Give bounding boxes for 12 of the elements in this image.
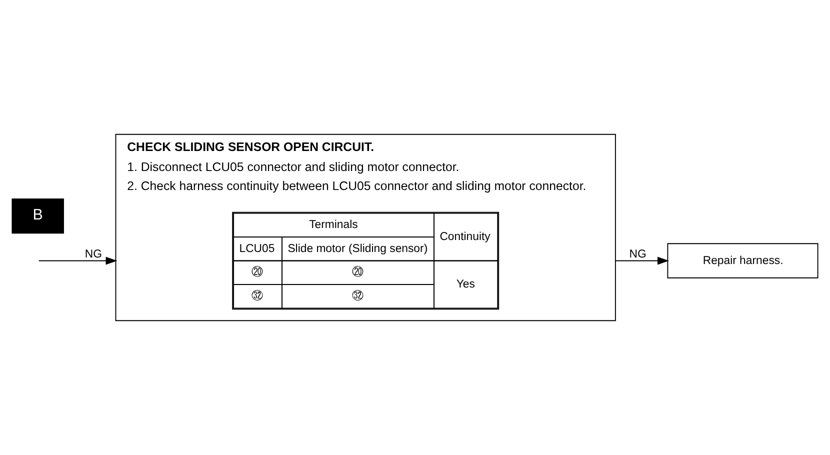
label: LCU05 xyxy=(239,242,275,255)
label: ⑳ xyxy=(352,266,363,279)
edge-label: NG xyxy=(629,248,646,261)
label: ㉜ xyxy=(352,290,363,302)
label: Slide motor (Sliding sensor) xyxy=(288,242,428,255)
label: Continuity xyxy=(440,230,490,243)
label: ㉜ xyxy=(252,290,263,302)
label: Terminals xyxy=(309,219,358,232)
label: Yes xyxy=(456,278,475,290)
label: ⑳ xyxy=(252,266,263,279)
edge-label: NG xyxy=(84,248,102,261)
label: B xyxy=(32,206,43,224)
